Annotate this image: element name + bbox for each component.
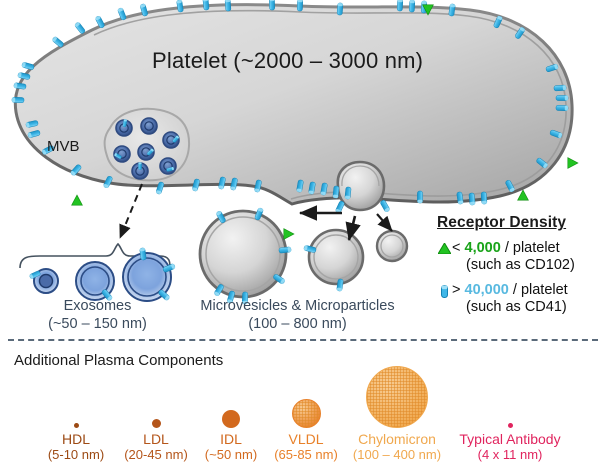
plasma-dot-holder <box>16 366 136 430</box>
plasma-dot-holder <box>96 366 216 430</box>
arrow-to-small-vesicle <box>376 213 393 232</box>
plasma-component-name: LDL <box>143 431 169 447</box>
microvesicle-label: Microvesicles & Microparticles <box>200 298 395 314</box>
plasma-component: Typical Antibody(4 x 11 nm) <box>450 366 570 462</box>
plasma-dot <box>507 423 513 428</box>
exosome-size: (~50 – 150 nm) <box>48 316 147 332</box>
plasma-dot <box>73 423 79 428</box>
plasma-dot <box>222 410 240 428</box>
plasma-dot-holder <box>337 366 457 430</box>
legend-suffix-low: / platelet <box>500 240 560 256</box>
legend-detail-low: (such as CD102) <box>466 257 575 274</box>
legend-count-low: 4,000 <box>464 240 501 256</box>
legend-detail-high: (such as CD41) <box>466 299 567 316</box>
legend-title: Receptor Density <box>437 214 567 231</box>
plasma-dot <box>151 419 161 428</box>
microvesicle-size: (100 – 800 nm) <box>248 316 347 332</box>
green-triangle-icon <box>437 240 452 254</box>
vesicle-release-arrow-group <box>298 205 393 242</box>
legend-text-low: < 4,000 / platelet (such as CD102) <box>452 240 575 274</box>
platelet-membrane-outer <box>13 3 574 206</box>
blue-receptor-icon <box>437 282 452 299</box>
plasma-component: Chylomicron(100 – 400 nm) <box>337 366 457 462</box>
receptor-density-legend: Receptor Density < 4,000 / platelet (suc… <box>437 214 602 316</box>
plasma-component-row: HDL(5-10 nm)LDL(20-45 nm)IDL(~50 nm)VLDL… <box>0 366 602 461</box>
microvesicle-group <box>198 206 409 305</box>
platelet-budding-vesicle <box>336 160 386 212</box>
mvb-to-exosome-connector <box>119 183 143 239</box>
section-divider <box>8 339 598 341</box>
mvb-label: MVB <box>47 138 80 155</box>
plasma-component-size: (4 x 11 nm) <box>477 446 543 462</box>
legend-suffix-high: / platelet <box>508 282 568 299</box>
plasma-component-name: HDL <box>61 431 90 447</box>
plasma-component-name: IDL <box>220 431 242 447</box>
legend-prefix-high: > <box>452 282 465 299</box>
plasma-component-name: VLDL <box>288 431 324 447</box>
exosome-group <box>28 247 177 302</box>
legend-count-high: 40,000 <box>464 282 509 299</box>
exosome-label: Exosomes <box>63 298 132 314</box>
plasma-dot-holder <box>246 366 366 430</box>
platelet-title: Platelet (~2000 – 3000 nm) <box>152 48 424 73</box>
mvb-multivesicular-body <box>103 107 191 182</box>
exosome-brace <box>19 242 171 269</box>
platelet-cell <box>13 3 574 206</box>
plasma-dot <box>366 366 428 428</box>
plasma-section-title: Additional Plasma Components <box>14 352 224 369</box>
legend-prefix-low: < <box>452 240 465 256</box>
plasma-dot <box>291 399 321 428</box>
plasma-dot-holder <box>171 366 291 430</box>
plasma-dot-holder <box>450 366 570 430</box>
arrow-down <box>345 215 361 242</box>
legend-entry-low-density: < 4,000 / platelet (such as CD102) <box>437 240 602 274</box>
legend-entry-high-density: > 40,000 / platelet (such as CD41) <box>437 282 602 316</box>
plasma-component-name: Typical Antibody <box>459 431 561 447</box>
plasma-component-size: (100 – 400 nm) <box>352 446 442 462</box>
diagram-graphics <box>11 0 579 305</box>
mvb-vesicle-group <box>113 117 180 180</box>
legend-text-high: > 40,000 / platelet (such as CD41) <box>452 282 568 316</box>
plasma-component-name: Chylomicron <box>358 431 436 447</box>
